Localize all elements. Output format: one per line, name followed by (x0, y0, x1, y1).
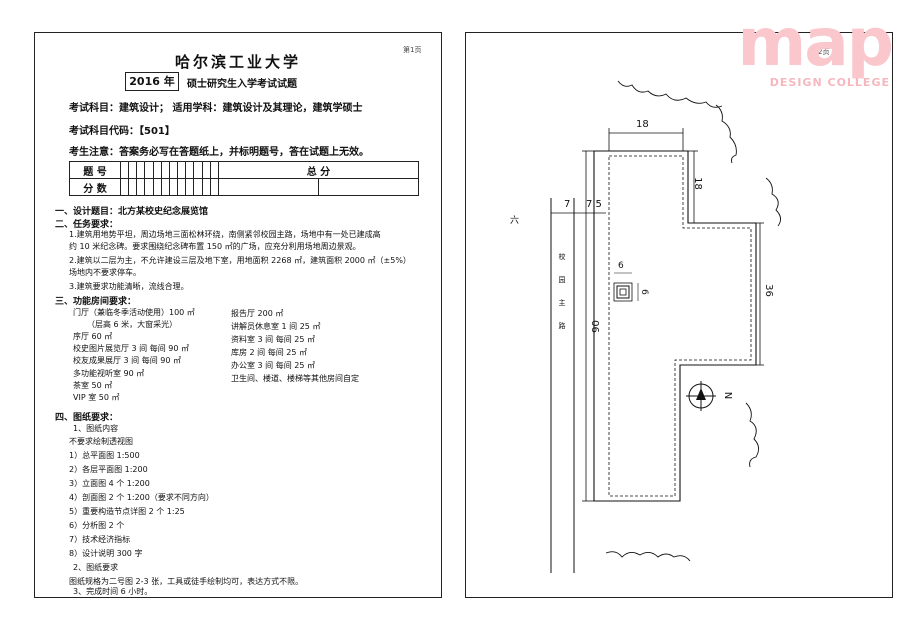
room-item: 茶室 50 ㎡ (73, 381, 113, 390)
section-3: 三、功能房间要求： (55, 297, 137, 307)
page-number: 第1页 (403, 46, 422, 54)
score-table: 题 号 总 分 分 数 (69, 161, 420, 196)
code-line: 考试科目代码：【501】 (69, 126, 175, 137)
dim-top-width: 18 (636, 119, 649, 130)
drawing-item: 3）立面图 4 个 1:200 (69, 479, 150, 488)
room-item: 库房 2 间 每间 25 ㎡ (231, 348, 307, 357)
req-text: 约 10 米纪念碑。要求围绕纪念碑布置 150 ㎡的广场，应充分利用场地周边景观… (69, 242, 361, 251)
watermark-subtitle: DESIGN COLLEGE (769, 76, 890, 89)
room-item: 讲解员休息室 1 间 25 ㎡ (231, 322, 321, 331)
total-label: 总 分 (217, 161, 420, 179)
watermark-logo: map (737, 4, 894, 81)
north-label: N (722, 391, 734, 400)
room-item: （层高 6 米，大窗采光） (87, 320, 178, 329)
dim-right-36: 36 (762, 284, 774, 297)
drawing-item: 8）设计说明 300 字 (69, 549, 143, 558)
university-title: 哈尔滨工业大学 (174, 53, 301, 71)
room-item: 多功能视听室 90 ㎡ (73, 369, 145, 378)
exam-page-2: 第2页 (465, 32, 893, 598)
site-plan (550, 80, 781, 573)
exam-page-1: 第1页 哈尔滨工业大学 2016 年 硕士研究生入学考试试题 考试科目：建筑设计… (34, 32, 442, 598)
drawing-item: 1、图纸内容 (73, 424, 119, 433)
room-item: 办公室 3 间 每间 25 ㎡ (231, 361, 315, 370)
exam-title: 硕士研究生入学考试试题 (187, 79, 297, 90)
room-item: 卫生间、楼道、楼梯等其他房间自定 (231, 374, 359, 383)
req-text: 3.建筑要求功能清晰，流线合理。 (69, 282, 189, 291)
subject-line: 考试科目：建筑设计； 适用学科：建筑设计及其理论，建筑学硕士 (69, 103, 363, 114)
room-item: 资料室 3 间 每间 25 ㎡ (231, 335, 315, 344)
drawing-item: 2、图纸要求 (73, 563, 119, 572)
drawing-item: 不要求绘制透视图 (69, 437, 133, 446)
room-item: 校史图片展览厅 3 间 每间 90 ㎡ (73, 344, 189, 353)
room-item: 报告厅 200 ㎡ (231, 309, 284, 318)
room-item: 序厅 60 ㎡ (73, 332, 113, 341)
score-label: 题 号 (69, 161, 121, 179)
drawing-item: 3、完成时间 6 小时。 (73, 587, 153, 596)
dim-left-75: 7.5 (586, 199, 602, 210)
dim-monument-6a: 6 (618, 261, 624, 271)
dim-side-18: 18 (691, 177, 703, 190)
dim-height-90: 90 (590, 320, 602, 333)
left-mark: 六 (510, 216, 520, 226)
req-text: 1.建筑用地势平坦，周边场地三面松林环绕，南侧紧邻校园主路，场地中有一处已建成高 (69, 230, 381, 239)
room-item: 门厅（兼临冬季活动使用）100 ㎡ (73, 308, 195, 317)
score-label: 分 数 (69, 178, 121, 196)
drawing-item: 2）各层平面图 1:200 (69, 465, 148, 474)
road-label: 校园主路 (558, 253, 566, 345)
drawing-item: 7）技术经济指标 (69, 535, 131, 544)
drawing-item: 4）剖面图 2 个 1:200（要求不同方向） (69, 493, 214, 502)
room-item: 校友成果展厅 3 间 每间 90 ㎡ (73, 356, 181, 365)
page-number: 第2页 (811, 48, 830, 56)
req-text: 2.建筑以二层为主，不允许建设三层及地下室，用地面积 2268 ㎡，建筑面积 2… (69, 256, 411, 265)
drawing-item: 图纸规格为二号图 2-3 张，工具或徒手绘制均可，表达方式不限。 (69, 577, 304, 586)
drawing-item: 5）重要构造节点详图 2 个 1:25 (69, 507, 185, 516)
section-2: 二、任务要求： (55, 220, 119, 230)
notice-line: 考生注意：答案务必写在答题纸上，并标明题号，答在试题上无效。 (69, 147, 369, 158)
dim-monument-6b: 6 (638, 289, 649, 295)
dim-left-7: 7 (564, 199, 571, 210)
year-box: 2016 年 (125, 72, 179, 91)
section-4: 四、图纸要求： (55, 413, 119, 423)
drawing-item: 6）分析图 2 个 (69, 521, 125, 530)
room-item: VIP 室 50 ㎡ (73, 393, 120, 402)
req-text: 场地内不要求停车。 (69, 268, 141, 277)
drawing-item: 1）总平面图 1:500 (69, 451, 140, 460)
section-1: 一、设计题目：北方某校史纪念展览馆 (55, 207, 209, 217)
